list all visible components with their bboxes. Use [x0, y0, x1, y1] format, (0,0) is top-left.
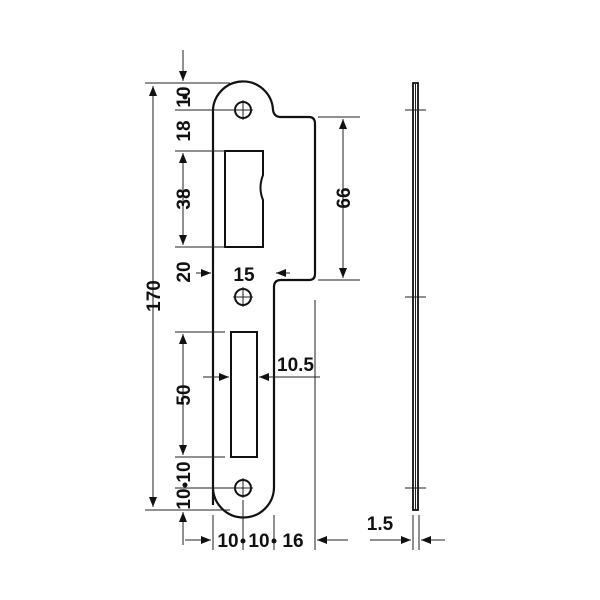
label-18: 18: [174, 120, 195, 141]
label-15: 15: [233, 265, 255, 286]
label-20: 20: [174, 261, 195, 282]
label-thickness: 1.5: [367, 514, 394, 535]
label-bottom-16: 16: [282, 531, 303, 552]
side-view: [405, 82, 426, 511]
label-170: 170: [144, 280, 165, 312]
label-bottom-10a: 10: [217, 531, 238, 552]
extension-lines: [145, 82, 420, 550]
label-66: 66: [334, 187, 355, 208]
label-lower-10b: 10: [174, 488, 195, 509]
label-bottom-10b: 10: [248, 531, 269, 552]
screw-holes: [233, 100, 253, 498]
label-10-5: 10.5: [277, 355, 314, 376]
dimension-labels: 10 18 38 20 50 10 10 170 66 15 10.5 10 1…: [144, 86, 394, 552]
dimension-lines: [149, 50, 445, 545]
lower-slot: [230, 331, 258, 458]
plate-outline: [211, 80, 317, 519]
upper-slot: [224, 150, 264, 248]
label-lower-10a: 10: [174, 461, 195, 482]
label-38: 38: [174, 188, 195, 209]
label-50: 50: [174, 384, 195, 405]
